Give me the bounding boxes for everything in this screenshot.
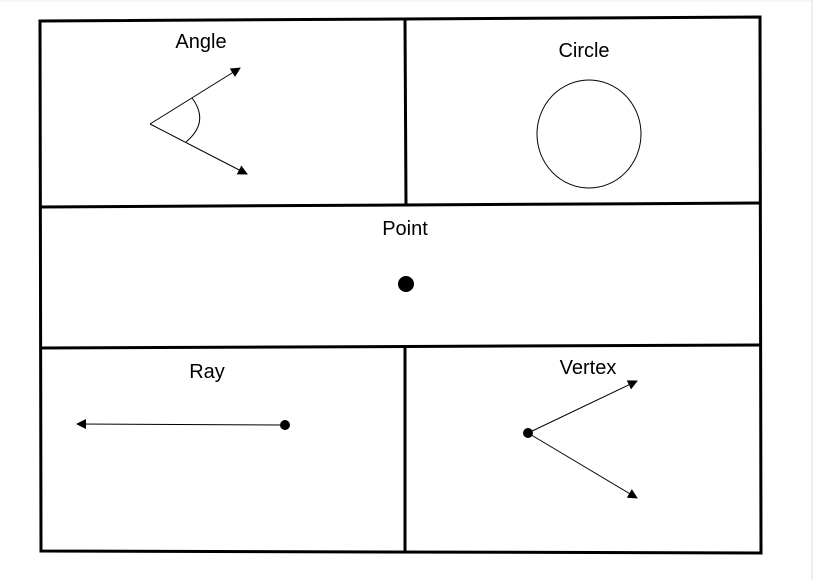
divider-top (39, 201, 761, 209)
vertex-ray-lower (527, 432, 638, 499)
vertex-ray-upper (527, 380, 638, 434)
circle-figure (536, 79, 642, 189)
angle-ray-lower (149, 123, 248, 175)
angle-label: Angle (175, 31, 226, 53)
outer-border (38, 15, 763, 555)
circle-cell: Circle (536, 40, 642, 189)
divider-bottom (39, 343, 761, 350)
divider-vertical-top (403, 19, 408, 206)
circle-label: Circle (558, 40, 609, 62)
angle-arc (185, 97, 201, 143)
angle-cell: Angle (149, 31, 248, 175)
point-dot (398, 276, 414, 292)
ray-cell: Ray (76, 361, 290, 430)
ray-line (76, 419, 286, 430)
angle-ray-upper (149, 67, 241, 125)
ray-label: Ray (189, 361, 225, 383)
vertex-cell: Vertex (523, 357, 638, 499)
grid-lines (38, 15, 763, 555)
ray-endpoint (280, 420, 290, 430)
vertex-point (523, 428, 533, 438)
point-cell: Point (382, 218, 428, 292)
vertex-label: Vertex (560, 357, 617, 379)
point-label: Point (382, 218, 428, 240)
angle-figure (149, 67, 248, 175)
